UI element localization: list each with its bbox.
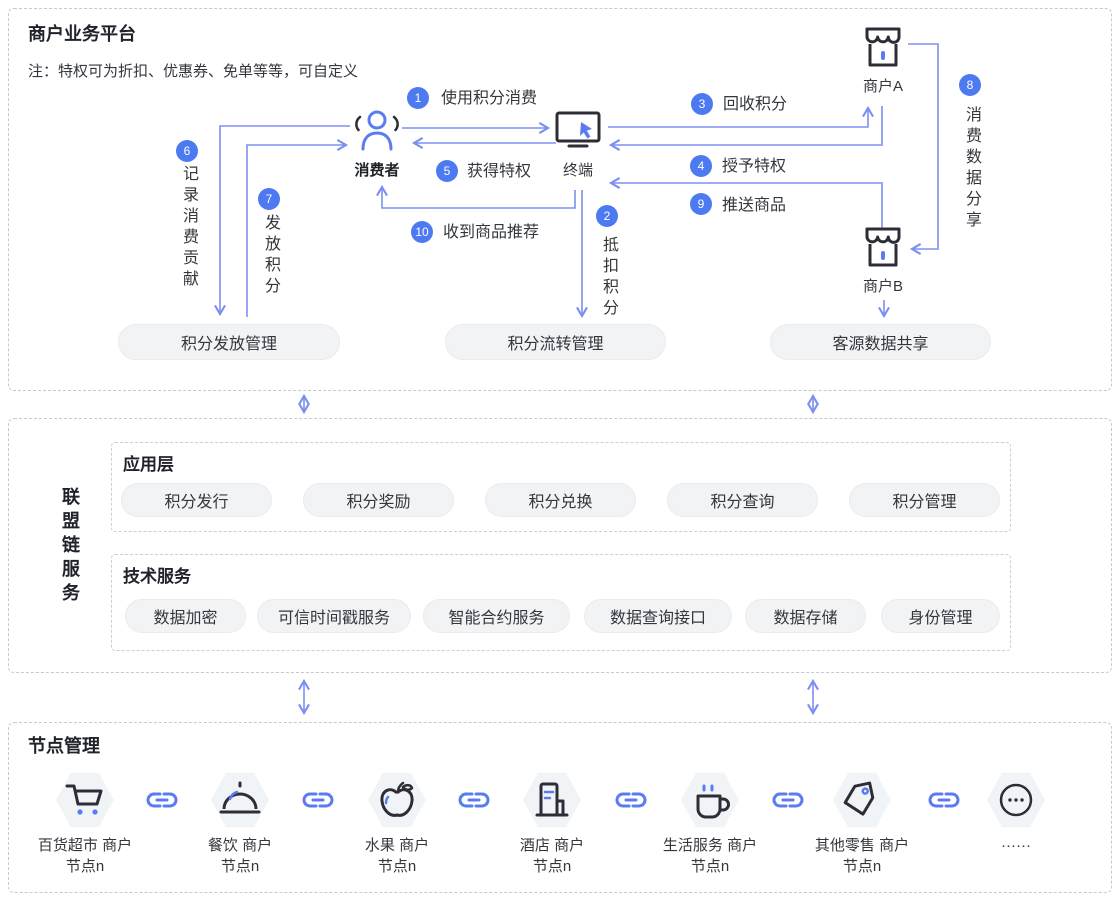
node-label-life-services: 生活服务 商户节点n xyxy=(662,837,758,875)
flow-9-label: 推送商品 xyxy=(722,197,787,214)
node-label-supermarket: 百货超市 商户节点n xyxy=(37,837,133,875)
node-label-catering: 餐饮 商户节点n xyxy=(207,837,273,875)
more-icon xyxy=(999,783,1033,817)
pill-data-encryption: 数据加密 xyxy=(125,599,246,633)
flow-8-badge: 8 xyxy=(959,74,981,96)
chain-link-icon xyxy=(456,789,492,811)
flow-4-label: 授予特权 xyxy=(722,158,787,175)
merchant-a-label: 商户A xyxy=(862,78,903,95)
consumer-icon xyxy=(352,107,402,153)
flow-9-badge: 9 xyxy=(690,193,712,215)
terminal-icon xyxy=(554,110,602,150)
flow-6-label: 记录消费贡献 xyxy=(180,165,197,291)
app-layer-title: 应用层 xyxy=(123,455,174,474)
cup-icon xyxy=(696,784,730,819)
terminal-label: 终端 xyxy=(562,162,593,179)
node-label-hotel: 酒店 商户节点n xyxy=(519,837,585,875)
flow-1-badge: 1 xyxy=(407,87,429,109)
chain-link-icon xyxy=(300,789,336,811)
cart-icon xyxy=(65,784,103,815)
pill-smart-contract: 智能合约服务 xyxy=(423,599,570,633)
pill-data-query-api: 数据查询接口 xyxy=(584,599,732,633)
platform-note: 注：特权可为折扣、优惠券、免单等等，可自定义 xyxy=(28,63,359,80)
pill-points-issue-mgmt: 积分发放管理 xyxy=(118,324,340,360)
cloche-icon xyxy=(219,781,261,814)
pill-trusted-timestamp: 可信时间戳服务 xyxy=(257,599,411,633)
node-label-more: ······ xyxy=(1001,837,1031,854)
merchant-a-icon xyxy=(860,24,906,70)
flow-8-label: 消费数据分享 xyxy=(963,106,980,232)
chain-link-icon xyxy=(613,789,649,811)
pill-points-exchange: 积分兑换 xyxy=(485,483,636,517)
chain-link-icon xyxy=(926,789,962,811)
pill-points-reward: 积分奖励 xyxy=(303,483,454,517)
flow-4-badge: 4 xyxy=(690,155,712,177)
chain-link-icon xyxy=(770,789,806,811)
pill-points-query: 积分查询 xyxy=(667,483,818,517)
pill-points-mgmt: 积分管理 xyxy=(849,483,1000,517)
flow-2-label: 抵扣积分 xyxy=(600,236,617,320)
flow-3-badge: 3 xyxy=(691,93,713,115)
flow-5-label: 获得特权 xyxy=(467,163,532,180)
flow-1-label: 使用积分消费 xyxy=(441,90,538,107)
pill-points-flow-mgmt: 积分流转管理 xyxy=(445,324,666,360)
flow-7-badge: 7 xyxy=(258,188,280,210)
flow-10-badge: 10 xyxy=(411,221,433,243)
pill-data-storage: 数据存储 xyxy=(745,599,866,633)
chain-link-icon xyxy=(144,789,180,811)
merchant-b-label: 商户B xyxy=(862,278,903,295)
platform-title: 商户业务平台 xyxy=(28,24,136,44)
hotel-icon xyxy=(535,782,569,817)
flow-10-label: 收到商品推荐 xyxy=(443,224,540,241)
pill-customer-data-share: 客源数据共享 xyxy=(770,324,991,360)
flow-7-label: 发放积分 xyxy=(262,214,279,298)
node-mgmt-title: 节点管理 xyxy=(28,736,100,756)
merchant-b-icon xyxy=(860,224,906,270)
flow-2-badge: 2 xyxy=(596,205,618,227)
pill-points-issuing: 积分发行 xyxy=(121,483,272,517)
alliance-chain-title: 联盟链服务 xyxy=(60,487,80,607)
apple-icon xyxy=(380,781,414,817)
flow-5-badge: 5 xyxy=(436,160,458,182)
pill-identity-mgmt: 身份管理 xyxy=(881,599,1000,633)
tag-icon xyxy=(843,781,875,816)
node-label-other-retail: 其他零售 商户节点n xyxy=(814,837,910,875)
flow-6-badge: 6 xyxy=(176,140,198,162)
consumer-label: 消费者 xyxy=(354,162,400,179)
flow-3-label: 回收积分 xyxy=(723,96,788,113)
node-label-fruit: 水果 商户节点n xyxy=(364,837,430,875)
tech-service-title: 技术服务 xyxy=(123,567,191,586)
